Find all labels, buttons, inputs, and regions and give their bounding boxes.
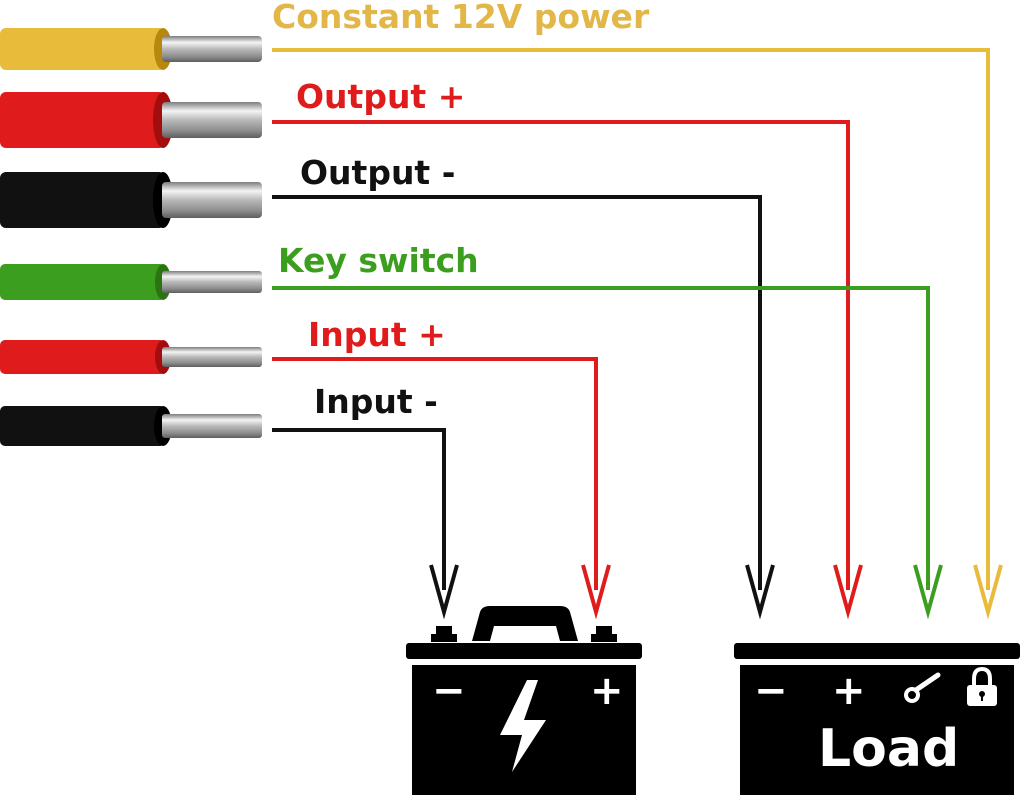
arrowhead-input-plus [581,564,611,620]
cable-conductor [162,271,262,293]
label-key-switch: Key switch [278,241,479,280]
battery-icon: − + [406,606,642,795]
cable-output-plus [0,92,262,148]
arrowhead-output-plus [833,564,863,620]
cable-conductor [162,102,262,138]
cable-conductor [162,414,262,438]
label-input-plus: Input + [308,315,446,354]
arrowhead-output-minus [745,564,775,620]
cable-conductor [162,347,262,367]
cable-insulation [0,406,165,446]
line-output-plus [272,120,850,590]
cable-insulation [0,264,165,300]
battery-lid [406,643,642,659]
arrowhead-key-switch [913,564,943,620]
battery-handle [472,606,578,641]
cable-conductor [162,182,262,218]
label-constant-12v: Constant 12V power [272,0,650,36]
line-input-minus [272,428,446,590]
load-label: Load [818,719,959,779]
cable-insulation [0,28,165,70]
load-lid [734,643,1020,659]
arrowhead-constant-12v [973,564,1003,620]
line-output-minus [272,195,762,590]
cable-input-plus [0,340,262,374]
cable-constant-12v [0,28,262,70]
label-output-minus: Output - [300,153,455,192]
cable-insulation [0,172,165,228]
key-icon [904,672,941,703]
label-output-plus: Output + [296,77,465,116]
cable-key-switch [0,264,262,300]
line-constant-12v [272,48,990,590]
cable-insulation [0,92,165,148]
cable-conductor [162,36,262,62]
label-input-minus: Input - [314,382,438,421]
cable-output-minus [0,172,262,228]
line-key-switch [272,286,930,590]
load-icon: − + Load [734,643,1020,795]
cable-insulation [0,340,165,374]
battery-plus-sign: + [590,668,624,714]
load-plus-sign: + [832,668,866,714]
lock-icon [967,666,997,706]
line-input-plus [272,357,598,590]
cable-input-minus [0,406,262,446]
lightning-bolt-icon [500,680,546,772]
arrowhead-input-minus [429,564,459,620]
load-minus-sign: − [754,668,788,714]
battery-minus-sign: − [432,668,466,714]
